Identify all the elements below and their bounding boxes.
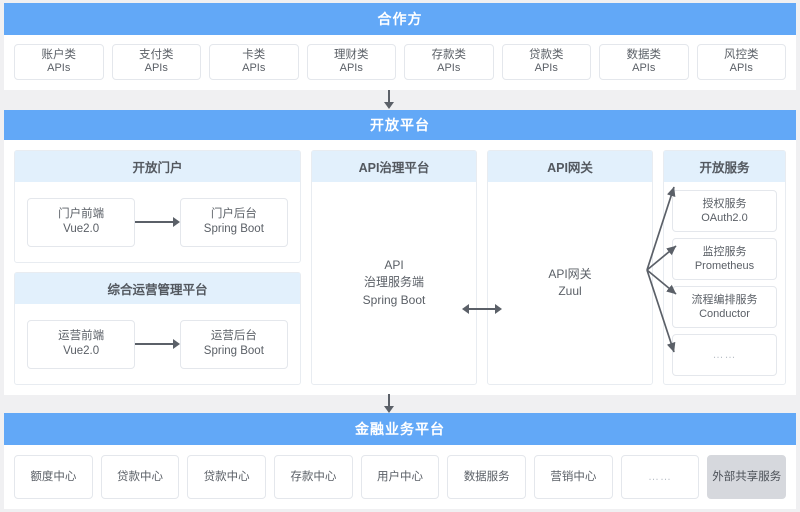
partner-section-title: 合作方 <box>4 3 796 35</box>
api-gateway-title: API网关 <box>488 151 652 182</box>
api-category-sublabel: APIs <box>534 62 558 75</box>
arrow-right-portal-icon <box>135 216 180 228</box>
api-category-label: 卡类 <box>242 48 266 61</box>
service-orchestration-label: 流程编排服务 <box>691 293 758 306</box>
external-shared-service-box[interactable]: 外部共享服务 <box>707 455 787 499</box>
api-governance-line3: Spring Boot <box>362 292 426 307</box>
finance-center-box[interactable]: 数据服务 <box>447 455 527 499</box>
api-category-sublabel: APIs <box>242 62 266 75</box>
api-category-box[interactable]: 支付类 APIs <box>111 44 201 80</box>
api-category-label: 数据类 <box>626 48 662 61</box>
api-category-box[interactable]: 理财类 APIs <box>306 44 396 80</box>
api-category-label: 账户类 <box>41 48 77 61</box>
ops-backend-tech: Spring Boot <box>203 345 264 357</box>
finance-more-label: …… <box>648 470 673 483</box>
api-category-sublabel: APIs <box>729 62 753 75</box>
open-services-column: 开放服务 授权服务 OAuth2.0 监控服务 Prometheus 流程编排服… <box>663 150 786 385</box>
api-category-sublabel: APIs <box>144 62 168 75</box>
api-gateway-column: API网关 API网关 Zuul <box>487 150 653 385</box>
arrow-bidirectional-governance-gateway-icon <box>462 303 502 315</box>
api-gateway-node[interactable]: API网关 Zuul <box>488 182 652 384</box>
portal-backend-label: 门户后台 <box>210 208 257 221</box>
open-portal-panel: 开放门户 门户前端 Vue2.0 门户后台 Spring Boot <box>14 150 301 263</box>
portal-frontend-label: 门户前端 <box>58 208 105 221</box>
service-box-monitoring[interactable]: 监控服务 Prometheus <box>672 238 777 280</box>
open-services-list: 授权服务 OAuth2.0 监控服务 Prometheus 流程编排服务 Con… <box>664 182 785 384</box>
partner-section: 合作方 账户类 APIs 支付类 APIs 卡类 APIs 理财类 APIs 存… <box>4 3 796 90</box>
api-gateway-line1: API网关 <box>548 266 592 281</box>
finance-center-box-more[interactable]: …… <box>620 455 700 499</box>
finance-center-box[interactable]: 用户中心 <box>360 455 440 499</box>
service-auth-tech: OAuth2.0 <box>701 212 748 224</box>
ops-frontend-tech: Vue2.0 <box>63 345 100 357</box>
ops-backend-label: 运营后台 <box>210 330 257 343</box>
api-category-box[interactable]: 卡类 APIs <box>209 44 299 80</box>
ops-backend-node[interactable]: 运营后台 Spring Boot <box>179 319 288 369</box>
arrow-down-partner-to-platform-icon <box>383 90 395 109</box>
finance-center-box[interactable]: 贷款中心 <box>100 455 180 499</box>
open-portal-nodes: 门户前端 Vue2.0 门户后台 Spring Boot <box>15 182 300 262</box>
portal-backend-node[interactable]: 门户后台 Spring Boot <box>179 197 288 247</box>
api-governance-title: API治理平台 <box>312 151 476 182</box>
finance-center-box[interactable]: 存款中心 <box>274 455 353 499</box>
open-platform-body: 开放门户 门户前端 Vue2.0 门户后台 Spring Boot <box>4 140 796 395</box>
service-auth-label: 授权服务 <box>702 197 747 210</box>
ops-platform-panel: 综合运营管理平台 运营前端 Vue2.0 运营后台 Spring Boot <box>14 272 301 385</box>
service-box-more[interactable]: …… <box>672 334 777 376</box>
ops-frontend-label: 运营前端 <box>58 330 105 343</box>
api-governance-line2: 治理服务端 <box>363 275 424 290</box>
api-category-box[interactable]: 风控类 APIs <box>696 44 786 80</box>
api-category-sublabel: APIs <box>47 62 71 75</box>
api-gateway-line2: Zuul <box>558 284 582 298</box>
api-governance-line1: API <box>384 257 404 272</box>
finance-platform-title: 金融业务平台 <box>4 413 796 445</box>
arrow-down-platform-to-finance-icon <box>383 394 395 413</box>
api-category-sublabel: APIs <box>632 62 656 75</box>
api-category-box[interactable]: 贷款类 APIs <box>501 44 591 80</box>
portal-frontend-node[interactable]: 门户前端 Vue2.0 <box>27 197 136 247</box>
api-category-box[interactable]: 数据类 APIs <box>599 44 689 80</box>
finance-center-row: 额度中心 贷款中心 贷款中心 存款中心 用户中心 数据服务 营销中心 …… 外部… <box>4 445 796 509</box>
service-monitoring-label: 监控服务 <box>702 245 747 258</box>
finance-platform-section: 金融业务平台 额度中心 贷款中心 贷款中心 存款中心 用户中心 数据服务 营销中… <box>4 413 796 509</box>
ops-platform-title: 综合运营管理平台 <box>15 273 300 304</box>
service-box-orchestration[interactable]: 流程编排服务 Conductor <box>672 286 777 328</box>
service-box-auth[interactable]: 授权服务 OAuth2.0 <box>672 190 777 232</box>
api-governance-column: API治理平台 API 治理服务端 Spring Boot <box>311 150 477 385</box>
ops-frontend-node[interactable]: 运营前端 Vue2.0 <box>27 319 136 369</box>
api-category-sublabel: APIs <box>437 62 461 75</box>
open-platform-title: 开放平台 <box>4 110 796 140</box>
service-more-label: …… <box>712 348 737 361</box>
api-category-label: 存款类 <box>431 48 467 61</box>
api-category-sublabel: APIs <box>339 62 363 75</box>
portal-column: 开放门户 门户前端 Vue2.0 门户后台 Spring Boot <box>14 150 301 385</box>
api-category-label: 支付类 <box>139 48 174 61</box>
finance-center-box[interactable]: 贷款中心 <box>187 455 267 499</box>
api-category-box[interactable]: 账户类 APIs <box>14 44 104 80</box>
api-category-label: 风控类 <box>724 48 759 61</box>
portal-frontend-tech: Vue2.0 <box>63 223 100 235</box>
finance-center-box[interactable]: 额度中心 <box>14 455 93 499</box>
service-orchestration-tech: Conductor <box>699 308 750 320</box>
api-category-box[interactable]: 存款类 APIs <box>404 44 494 80</box>
api-category-label: 贷款类 <box>529 48 564 61</box>
arrow-right-ops-icon <box>135 338 180 350</box>
finance-center-box[interactable]: 营销中心 <box>534 455 613 499</box>
api-category-label: 理财类 <box>334 48 369 61</box>
open-services-title: 开放服务 <box>664 151 785 182</box>
service-monitoring-tech: Prometheus <box>694 260 755 272</box>
open-portal-title: 开放门户 <box>15 151 300 182</box>
partner-api-row: 账户类 APIs 支付类 APIs 卡类 APIs 理财类 APIs 存款类 A… <box>4 35 796 90</box>
portal-backend-tech: Spring Boot <box>203 223 264 235</box>
ops-platform-nodes: 运营前端 Vue2.0 运营后台 Spring Boot <box>15 304 300 384</box>
api-governance-node[interactable]: API 治理服务端 Spring Boot <box>312 182 476 384</box>
open-platform-section: 开放平台 开放门户 门户前端 Vue2.0 门户后台 <box>4 110 796 395</box>
